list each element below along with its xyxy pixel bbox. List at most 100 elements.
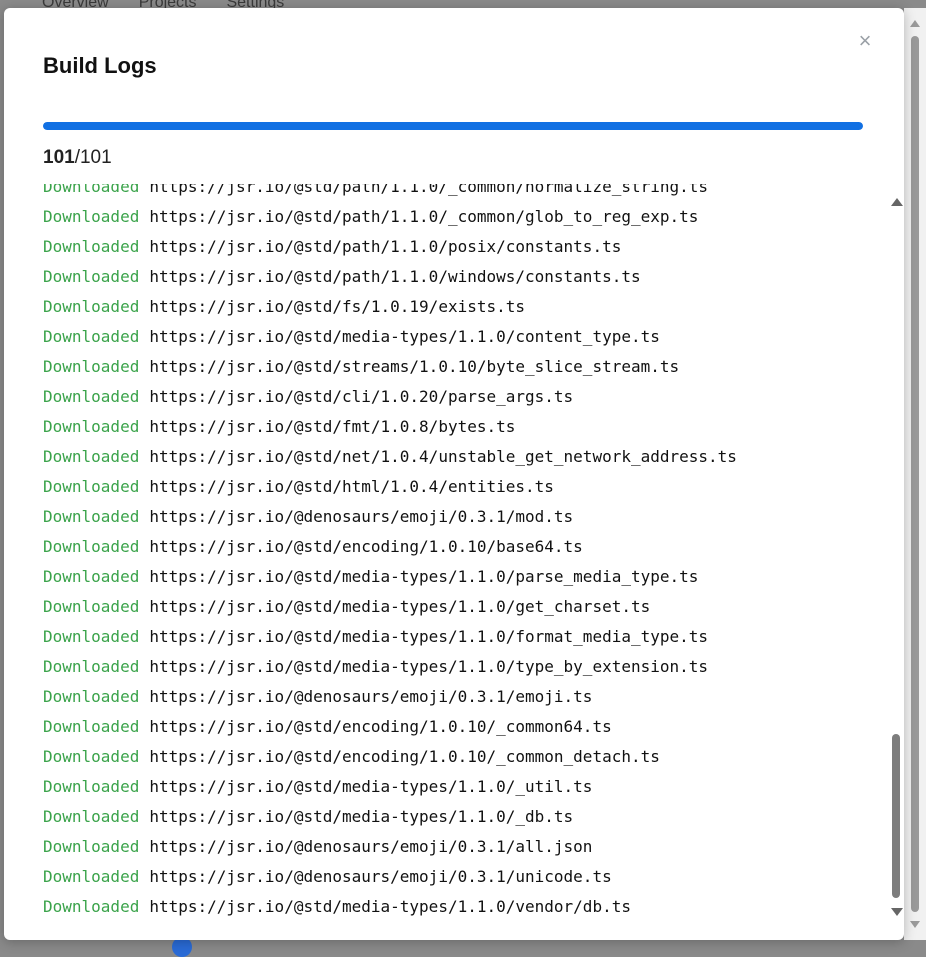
- log-line: Downloaded https://jsr.io/@std/media-type…: [43, 772, 737, 802]
- backdrop-footer: [172, 937, 192, 957]
- log-line: Downloaded https://jsr.io/@denosaurs/emoj…: [43, 862, 737, 892]
- backdrop-nav-tabs: Overview Projects Settings: [42, 0, 284, 12]
- build-logs-modal: Build Logs × 101/101 Downloaded https://j…: [4, 8, 904, 940]
- log-line: Downloaded https://jsr.io/@std/media-type…: [43, 892, 737, 922]
- log-line: Downloaded https://jsr.io/@denosaurs/emoj…: [43, 682, 737, 712]
- log-url: https://jsr.io/@std/encoding/1.0.10/base…: [149, 537, 583, 556]
- progress-bar: [43, 122, 863, 130]
- page-scrollbar[interactable]: [904, 8, 926, 940]
- log-line: Downloaded https://jsr.io/@std/streams/1.…: [43, 352, 737, 382]
- log-status: Downloaded: [43, 597, 140, 616]
- log-line: Downloaded https://jsr.io/@std/cli/1.0.20…: [43, 382, 737, 412]
- log-url: https://jsr.io/@std/cli/1.0.20/parse_arg…: [149, 387, 574, 406]
- log-status: Downloaded: [43, 867, 140, 886]
- log-status: Downloaded: [43, 897, 140, 916]
- log-url: https://jsr.io/@std/path/1.1.0/windows/c…: [149, 267, 641, 286]
- log-status: Downloaded: [43, 567, 140, 586]
- log-status: Downloaded: [43, 717, 140, 736]
- log-url: https://jsr.io/@std/media-types/1.1.0/_d…: [149, 807, 574, 826]
- log-line: Downloaded https://jsr.io/@std/fmt/1.0.8/…: [43, 412, 737, 442]
- log-line: Downloaded https://jsr.io/@std/net/1.0.4/…: [43, 442, 737, 472]
- log-status: Downloaded: [43, 627, 140, 646]
- log-status: Downloaded: [43, 747, 140, 766]
- log-url: https://jsr.io/@std/media-types/1.1.0/pa…: [149, 567, 699, 586]
- log-line: Downloaded https://jsr.io/@denosaurs/emoj…: [43, 832, 737, 862]
- log-status: Downloaded: [43, 237, 140, 256]
- log-status: Downloaded: [43, 327, 140, 346]
- log-url: https://jsr.io/@std/encoding/1.0.10/_com…: [149, 717, 612, 736]
- log-url: https://jsr.io/@std/path/1.1.0/_common/n…: [149, 184, 709, 196]
- backdrop-tab-overview: Overview: [42, 0, 109, 11]
- log-line: Downloaded https://jsr.io/@std/encoding/1…: [43, 742, 737, 772]
- log-url: https://jsr.io/@std/media-types/1.1.0/ge…: [149, 597, 651, 616]
- log-status: Downloaded: [43, 207, 140, 226]
- log-url: https://jsr.io/@std/fmt/1.0.8/bytes.ts: [149, 417, 516, 436]
- log-scroll-thumb[interactable]: [892, 734, 900, 898]
- log-url: https://jsr.io/@std/html/1.0.4/entities.…: [149, 477, 554, 496]
- log-status: Downloaded: [43, 507, 140, 526]
- log-url: https://jsr.io/@denosaurs/emoji/0.3.1/em…: [149, 687, 593, 706]
- log-line: Downloaded https://jsr.io/@std/media-type…: [43, 802, 737, 832]
- log-status: Downloaded: [43, 837, 140, 856]
- log-line: Downloaded https://jsr.io/@std/media-type…: [43, 622, 737, 652]
- log-url: https://jsr.io/@std/path/1.1.0/posix/con…: [149, 237, 622, 256]
- log-status: Downloaded: [43, 297, 140, 316]
- log-line: Downloaded https://jsr.io/@std/media-type…: [43, 592, 737, 622]
- progress-separator: /: [74, 147, 80, 168]
- log-scrollbar[interactable]: [888, 194, 904, 918]
- log-line: Downloaded https://jsr.io/@std/path/1.1.0…: [43, 232, 737, 262]
- log-status: Downloaded: [43, 477, 140, 496]
- log-url: https://jsr.io/@denosaurs/emoji/0.3.1/al…: [149, 837, 593, 856]
- log-status: Downloaded: [43, 184, 140, 196]
- log-status: Downloaded: [43, 777, 140, 796]
- log-url: https://jsr.io/@std/fs/1.0.19/exists.ts: [149, 297, 526, 316]
- log-scroll-down-icon[interactable]: [891, 908, 903, 916]
- backdrop-tab-settings: Settings: [226, 0, 285, 11]
- backdrop-tab-projects: Projects: [138, 0, 197, 11]
- modal-title: Build Logs: [43, 53, 157, 78]
- progress-total-count: 101: [79, 147, 112, 168]
- log-url: https://jsr.io/@std/encoding/1.0.10/_com…: [149, 747, 660, 766]
- log-url: https://jsr.io/@std/media-types/1.1.0/ty…: [149, 657, 709, 676]
- log-status: Downloaded: [43, 687, 140, 706]
- backdrop-app-icon: [172, 937, 192, 957]
- log-status: Downloaded: [43, 357, 140, 376]
- log-status: Downloaded: [43, 447, 140, 466]
- log-line: Downloaded https://jsr.io/@denosaurs/emoj…: [43, 502, 737, 532]
- log-output[interactable]: Downloaded https://jsr.io/@std/path/1.1.0…: [43, 184, 874, 924]
- page-scroll-down-icon[interactable]: [910, 921, 920, 928]
- progress-count: 101/101: [43, 147, 112, 169]
- log-line: Downloaded https://jsr.io/@std/path/1.1.0…: [43, 202, 737, 232]
- log-line: Downloaded https://jsr.io/@std/media-type…: [43, 562, 737, 592]
- log-url: https://jsr.io/@std/media-types/1.1.0/_u…: [149, 777, 593, 796]
- log-url: https://jsr.io/@std/net/1.0.4/unstable_g…: [149, 447, 737, 466]
- log-status: Downloaded: [43, 267, 140, 286]
- log-line: Downloaded https://jsr.io/@std/path/1.1.0…: [43, 184, 737, 202]
- log-line: Downloaded https://jsr.io/@std/encoding/1…: [43, 712, 737, 742]
- log-url: https://jsr.io/@std/media-types/1.1.0/ve…: [149, 897, 631, 916]
- page-scroll-thumb[interactable]: [911, 36, 919, 912]
- log-scroll-up-icon[interactable]: [891, 198, 903, 206]
- log-url: https://jsr.io/@denosaurs/emoji/0.3.1/un…: [149, 867, 612, 886]
- progress-done-count: 101: [43, 147, 75, 168]
- log-url: https://jsr.io/@std/media-types/1.1.0/fo…: [149, 627, 709, 646]
- log-list: Downloaded https://jsr.io/@std/path/1.1.0…: [43, 184, 737, 922]
- log-line: Downloaded https://jsr.io/@std/media-type…: [43, 322, 737, 352]
- log-line: Downloaded https://jsr.io/@std/media-type…: [43, 652, 737, 682]
- log-status: Downloaded: [43, 537, 140, 556]
- log-url: https://jsr.io/@std/media-types/1.1.0/co…: [149, 327, 660, 346]
- page-scroll-up-icon[interactable]: [910, 20, 920, 27]
- log-line: Downloaded https://jsr.io/@std/fs/1.0.19/…: [43, 292, 737, 322]
- log-url: https://jsr.io/@std/path/1.1.0/_common/g…: [149, 207, 699, 226]
- log-status: Downloaded: [43, 657, 140, 676]
- log-url: https://jsr.io/@std/streams/1.0.10/byte_…: [149, 357, 680, 376]
- log-status: Downloaded: [43, 807, 140, 826]
- log-status: Downloaded: [43, 387, 140, 406]
- close-icon[interactable]: ×: [858, 28, 872, 53]
- log-line: Downloaded https://jsr.io/@std/encoding/1…: [43, 532, 737, 562]
- log-line: Downloaded https://jsr.io/@std/html/1.0.4…: [43, 472, 737, 502]
- progress-bar-fill: [43, 122, 863, 130]
- log-status: Downloaded: [43, 417, 140, 436]
- log-url: https://jsr.io/@denosaurs/emoji/0.3.1/mo…: [149, 507, 574, 526]
- log-line: Downloaded https://jsr.io/@std/path/1.1.0…: [43, 262, 737, 292]
